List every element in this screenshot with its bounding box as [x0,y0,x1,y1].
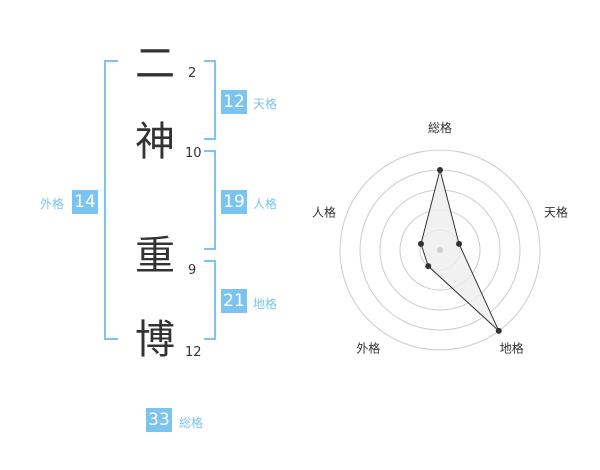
radar-center-dot [437,247,443,253]
tenkaku-value: 12 [221,90,247,114]
name-char-2: 神 [135,119,175,165]
tenkaku-label: 天格 [253,97,278,111]
stroke-count-1: 2 [188,66,197,81]
jinkaku-bracket [204,150,216,250]
jinkaku-value: 19 [221,190,247,214]
stroke-count-3: 9 [188,263,197,278]
radar-axis-label-4: 人格 [312,204,336,219]
name-char-1: 二 [135,41,175,87]
chikaku-bracket [204,260,216,340]
soukaku-value: 33 [146,408,172,432]
chikaku-value: 21 [221,289,247,313]
radar-point-2 [495,327,502,334]
radar-point-3 [425,263,432,270]
radar-series-area [420,169,500,332]
soukaku-label: 総格 [179,416,204,430]
tenkaku-bracket [204,60,216,140]
stroke-count-2: 10 [185,146,202,161]
gaikaku-value: 14 [72,190,98,214]
radar-point-4 [417,240,424,247]
gaikaku-label: 外格 [40,197,65,211]
radar-grid-ring [339,149,541,351]
radar-axis-label-1: 天格 [544,204,568,219]
radar-point-0 [437,167,443,173]
name-char-3: 重 [135,233,175,279]
jinkaku-label: 人格 [253,197,278,211]
name-char-4: 博 [135,317,175,363]
radar-axis-label-3: 外格 [356,341,380,356]
radar-point-1 [456,240,463,247]
stroke-count-4: 12 [185,345,202,360]
chikaku-label: 地格 [253,297,278,311]
gaikaku-bracket [104,60,118,340]
radar-axis-label-2: 地格 [500,341,524,356]
radar-axis-label-0: 総格 [428,120,452,135]
